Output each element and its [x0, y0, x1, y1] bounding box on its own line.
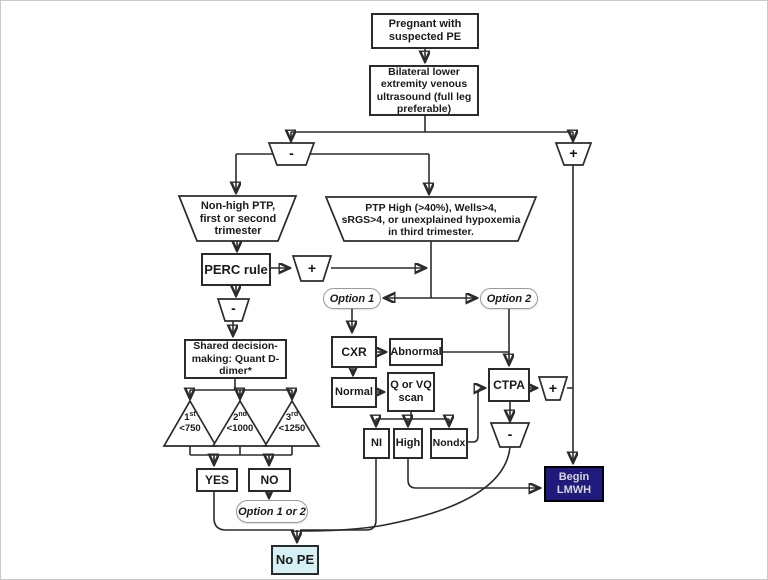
label-perc-positive-sign: + [307, 259, 317, 276]
edge-ctpaneg-to-nope [299, 446, 511, 532]
node-q-or-vq-scan: Q or VQ scan [387, 372, 435, 412]
node-ni: NI [363, 428, 390, 459]
node-normal: Normal [331, 377, 377, 408]
trimester2-triangle [211, 399, 269, 447]
node-abnormal: Abnormal [389, 338, 443, 366]
label-ptp-high: PTP High (>40%), Wells>4, sRGS>4, or une… [341, 201, 521, 239]
stadium-option-1: Option 1 [323, 288, 381, 309]
node-ctpa: CTPA [488, 368, 530, 402]
perc-negative-trapezoid [216, 298, 251, 322]
node-pregnant-suspected-pe: Pregnant with suspected PE [371, 13, 479, 49]
trimester3-cutoff: <1250 [278, 422, 306, 434]
node-no: NO [248, 468, 291, 492]
node-bilateral-ultrasound: Bilateral lower extremity venous ultraso… [369, 65, 479, 116]
trimester2-ordinal: 2nd [233, 410, 247, 423]
edge-high-to-lmwh [407, 459, 539, 488]
label-nonhigh-ptp: Non-high PTP, first or second trimester [199, 200, 277, 238]
ultrasound-positive-trapezoid [554, 142, 593, 166]
edge-nondx-to-ctpa [468, 388, 484, 443]
node-high: High [393, 428, 423, 459]
trimester3-ordinal: 3rd [285, 410, 299, 423]
trimester2-cutoff: <1000 [226, 422, 254, 434]
label-trimester2-threshold: 2nd <1000 [213, 410, 267, 445]
label-perc-negative-sign: - [231, 300, 236, 317]
perc-positive-trapezoid [291, 255, 333, 282]
node-cxr: CXR [331, 336, 377, 368]
node-yes: YES [196, 468, 238, 492]
trimester1-triangle [162, 399, 218, 447]
label-ultrasound-positive-sign: + [569, 145, 578, 162]
node-begin-lmwh: Begin LMWH [544, 466, 604, 502]
label-trimester1-threshold: 1st <750 [164, 410, 216, 445]
ctpa-negative-trapezoid [489, 422, 531, 448]
ultrasound-negative-trapezoid [267, 142, 316, 166]
label-ultrasound-negative-sign: - [289, 145, 294, 162]
node-shared-decision-ddimer: Shared decision- making: Quant D- dimer* [184, 339, 287, 379]
ctpa-positive-trapezoid [537, 376, 569, 401]
node-no-pe: No PE [271, 545, 319, 575]
node-perc-rule: PERC rule [201, 253, 271, 286]
trimester1-cutoff: <750 [179, 422, 201, 434]
edge-yes-to-nope [213, 492, 294, 531]
trimester1-ordinal: 1st [184, 410, 196, 423]
label-trimester3-threshold: 3rd <1250 [265, 410, 319, 445]
nonhigh-ptp-trapezoid [177, 195, 298, 242]
ptp-high-trapezoid [324, 196, 538, 242]
label-ctpa-negative-sign: - [507, 425, 513, 442]
stadium-option-1-or-2: Option 1 or 2 [236, 500, 308, 523]
edge-ni-to-nope [300, 459, 377, 531]
node-nondx: Nondx [430, 428, 468, 459]
label-ctpa-positive-sign: + [548, 379, 558, 396]
trimester3-triangle [263, 399, 321, 447]
stadium-option-2: Option 2 [480, 288, 538, 309]
